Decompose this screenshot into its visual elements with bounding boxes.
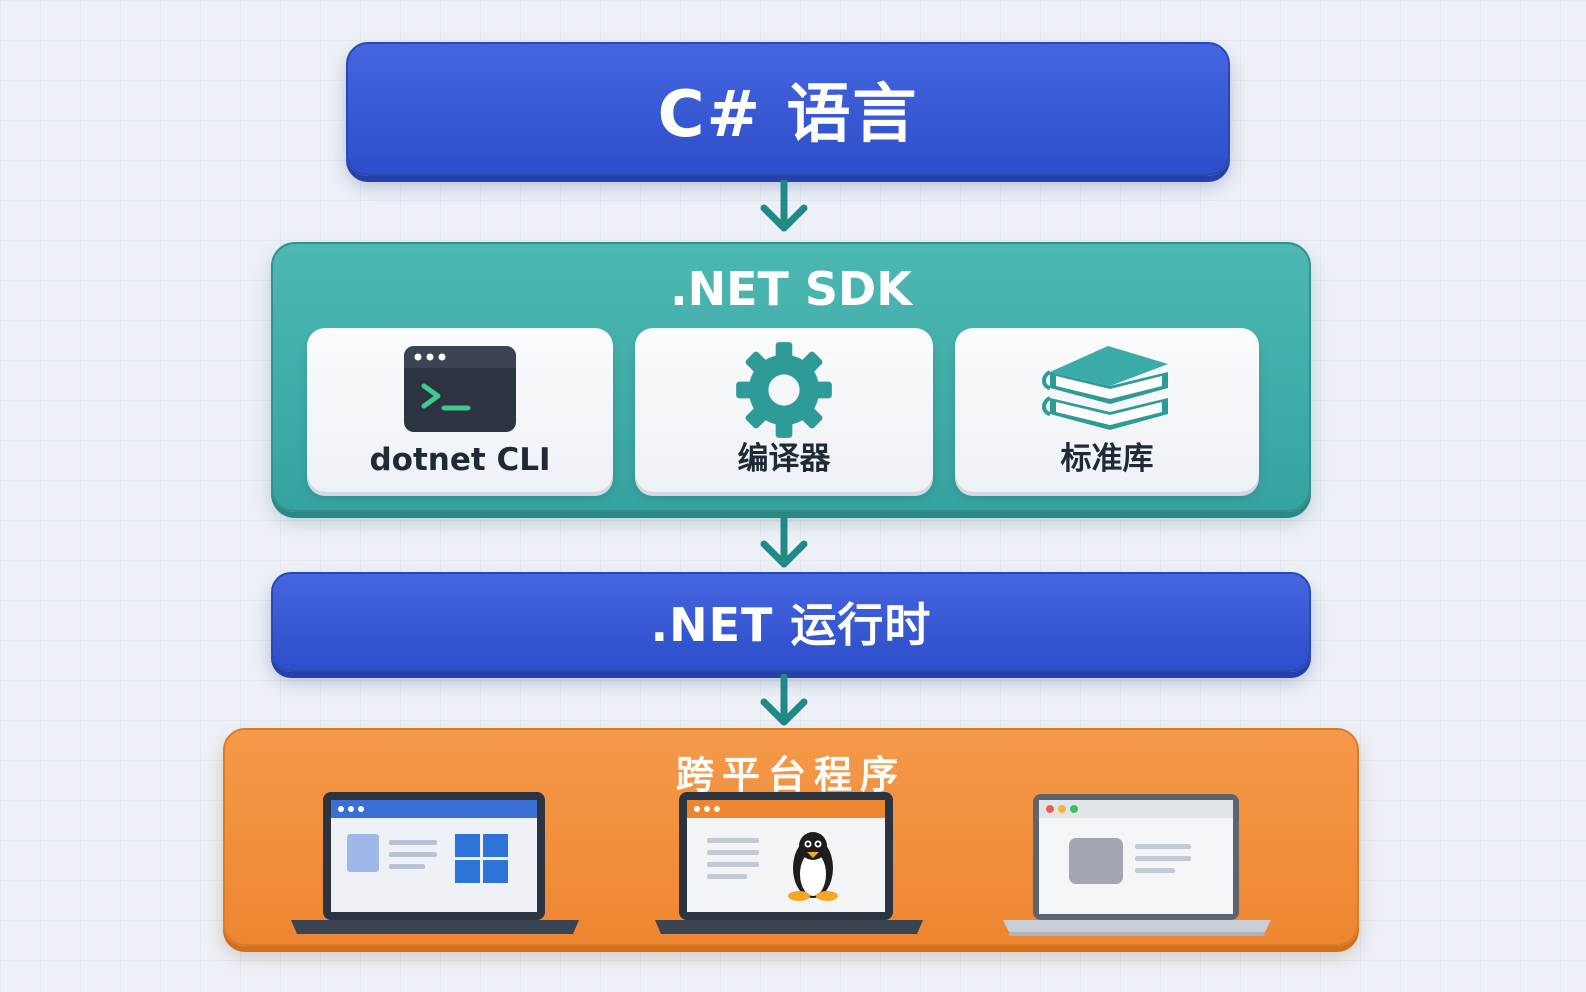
arrow-down-icon bbox=[760, 180, 808, 232]
terminal-icon bbox=[404, 346, 516, 432]
arrow-down-icon bbox=[760, 516, 808, 568]
linux-laptop-icon bbox=[655, 792, 923, 934]
windows-laptop-icon bbox=[291, 792, 579, 934]
standard-library-label: 标准库 bbox=[1060, 441, 1154, 477]
cross-platform-title: 跨平台程序 bbox=[675, 753, 906, 797]
dotnet-cli-label: dotnet CLI bbox=[369, 442, 551, 478]
compiler-label: 编译器 bbox=[737, 441, 831, 477]
gear-icon bbox=[736, 342, 832, 438]
macos-laptop-icon bbox=[1003, 794, 1271, 936]
standard-library-card: 标准库 bbox=[955, 328, 1259, 492]
dotnet-cli-card: dotnet CLI bbox=[307, 328, 613, 492]
books-icon bbox=[1042, 346, 1168, 430]
cross-platform-box: 跨平台程序 bbox=[223, 728, 1359, 946]
dotnet-runtime-box: .NET 运行时 bbox=[271, 572, 1311, 672]
csharp-language-box: C# 语言 bbox=[346, 42, 1230, 176]
arrow-down-icon bbox=[760, 674, 808, 726]
compiler-card: 编译器 bbox=[635, 328, 933, 492]
dotnet-sdk-title: .NET SDK bbox=[670, 262, 912, 316]
csharp-language-label: C# 语言 bbox=[657, 78, 919, 152]
dotnet-runtime-label: .NET 运行时 bbox=[650, 598, 932, 652]
dotnet-sdk-box: .NET SDK dotnet CLI bbox=[271, 242, 1311, 512]
